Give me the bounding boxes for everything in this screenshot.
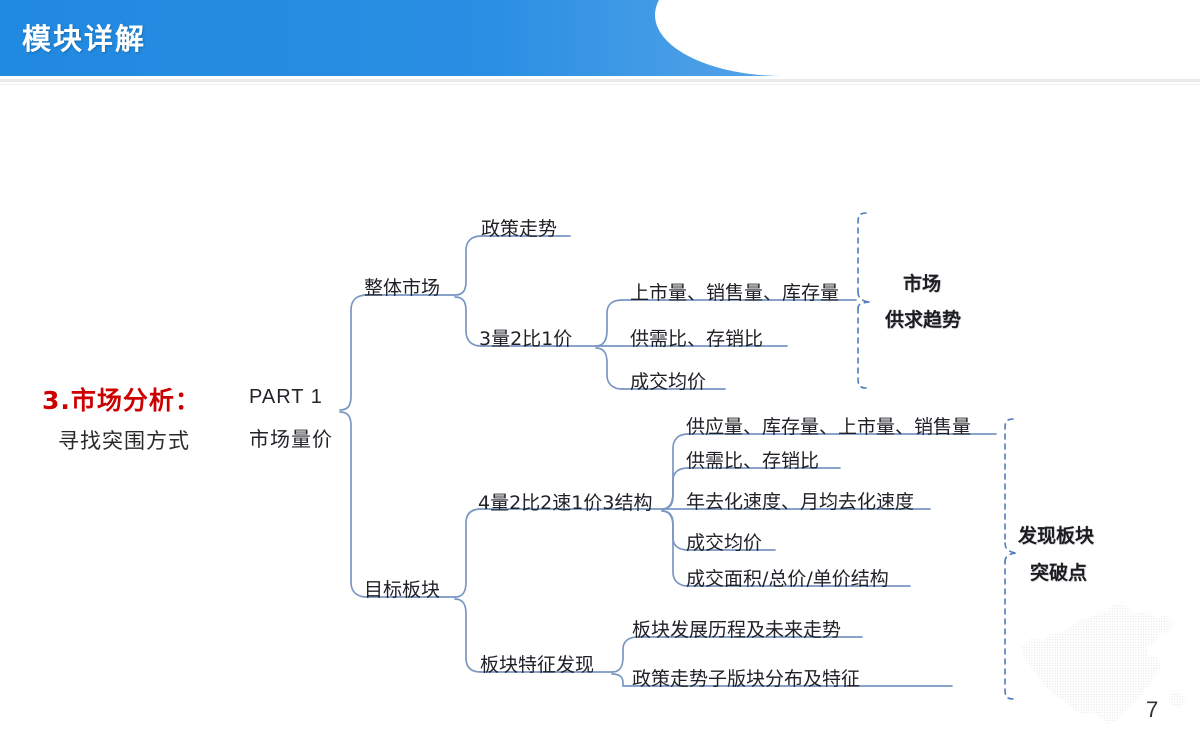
node-block-feature-discovery[interactable]: 板块特征发现	[480, 654, 595, 676]
leaf-target-4[interactable]: 成交面积/总价/单价结构	[686, 568, 889, 590]
leaf-target-2[interactable]: 年去化速度、月均去化速度	[686, 491, 915, 513]
outcome-top-line1: 市场	[903, 273, 942, 295]
page-number: 7	[1146, 697, 1159, 722]
node-four-volume-metric[interactable]: 4量2比2速1价3结构	[478, 492, 653, 514]
outcome-top-line2: 供求趋势	[885, 309, 962, 331]
section-title: 3.市场分析：	[42, 386, 201, 415]
root-label-part: PART 1	[249, 386, 323, 408]
leaf-overall-0[interactable]: 上市量、销售量、库存量	[630, 282, 840, 304]
china-map-watermark	[1021, 604, 1186, 724]
branch-overall-market[interactable]: 整体市场	[364, 277, 441, 299]
root-label-topic: 市场量价	[249, 427, 333, 451]
section-subtitle: 寻找突围方式	[58, 429, 190, 453]
leaf-overall-2[interactable]: 成交均价	[630, 371, 707, 393]
branch-target-block[interactable]: 目标板块	[364, 579, 441, 601]
outcome-bottom-line1: 发现板块	[1018, 525, 1095, 547]
header-divider-secondary	[0, 84, 1200, 85]
page-title: 模块详解	[22, 22, 147, 56]
outcome-bottom-line2: 突破点	[1030, 562, 1088, 584]
leaf-feature-1[interactable]: 政策走势子版块分布及特征	[632, 668, 861, 690]
leaf-target-0[interactable]: 供应量、库存量、上市量、销售量	[686, 416, 972, 438]
slide-header: 模块详解	[0, 0, 1200, 76]
leaf-overall-1[interactable]: 供需比、存销比	[630, 328, 764, 350]
node-three-volume-metric[interactable]: 3量2比1价	[479, 328, 573, 350]
header-divider	[0, 79, 1200, 82]
leaf-target-3[interactable]: 成交均价	[686, 532, 763, 554]
leaf-feature-0[interactable]: 板块发展历程及未来走势	[632, 619, 842, 641]
leaf-target-1[interactable]: 供需比、存销比	[686, 450, 820, 472]
node-policy-trend[interactable]: 政策走势	[481, 218, 558, 240]
